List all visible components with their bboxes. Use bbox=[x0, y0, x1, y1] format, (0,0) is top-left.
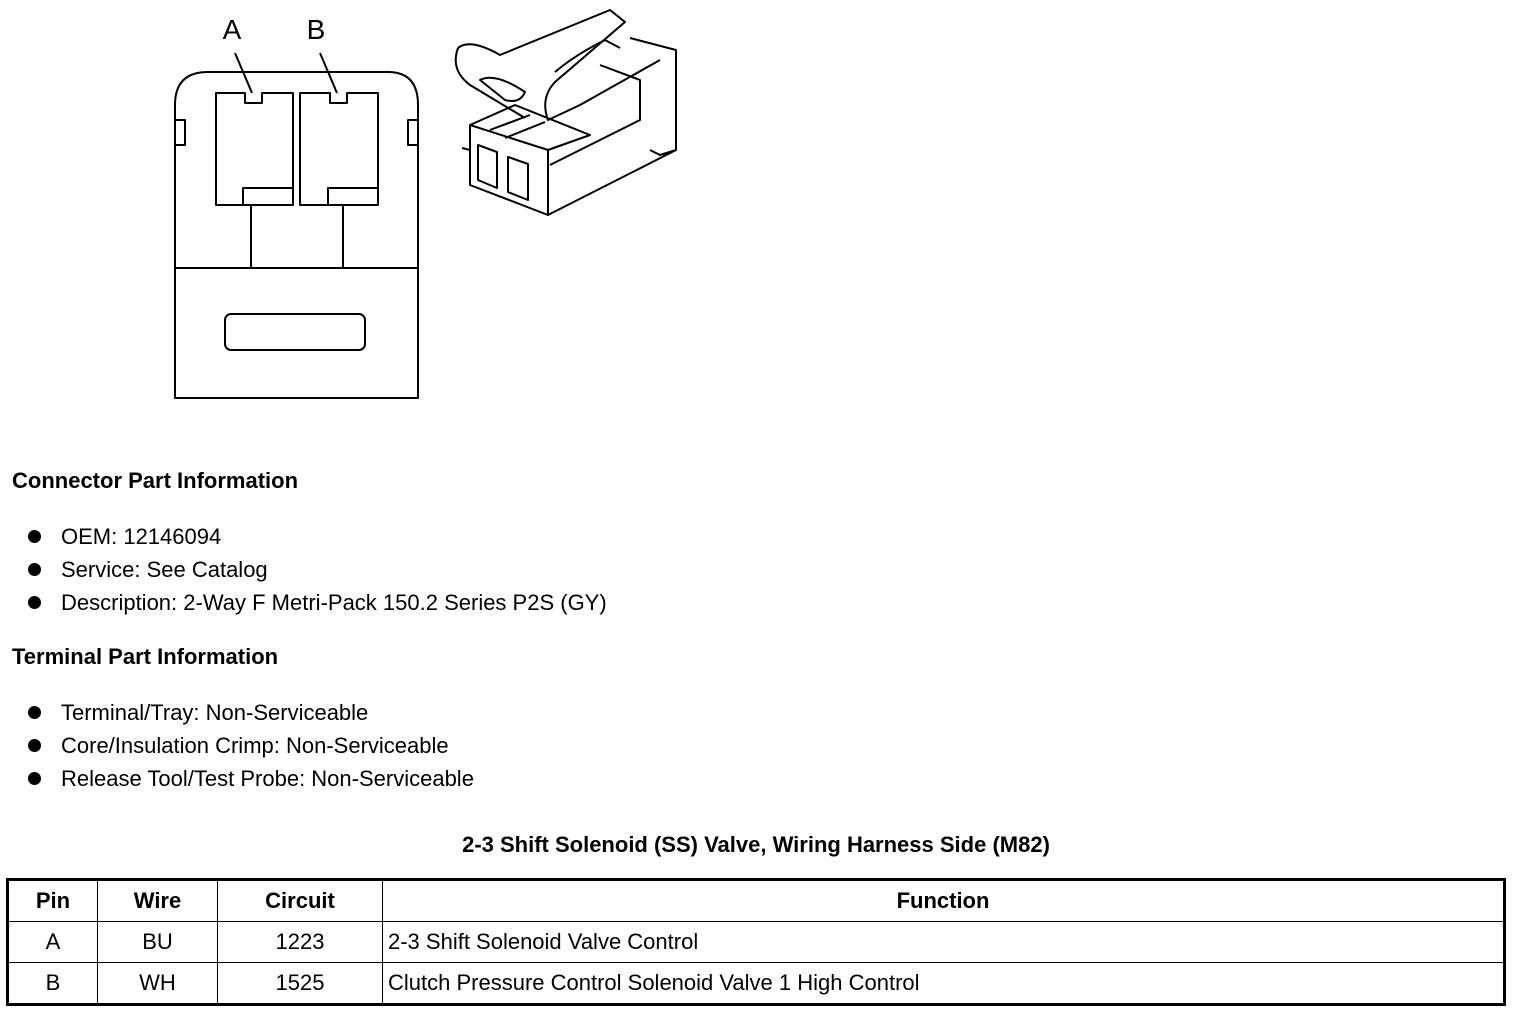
list-item: Service: See Catalog bbox=[28, 553, 607, 586]
pinout-table: Pin Wire Circuit Function A BU 1223 2-3 … bbox=[6, 878, 1506, 1006]
table-title: 2-3 Shift Solenoid (SS) Valve, Wiring Ha… bbox=[462, 832, 1050, 857]
bullet-icon bbox=[28, 563, 41, 576]
terminal-part-list: Terminal/Tray: Non-Serviceable Core/Insu… bbox=[28, 696, 474, 795]
cell-wire: WH bbox=[97, 962, 218, 1005]
cell-pin: A bbox=[7, 921, 98, 963]
cavity-b bbox=[299, 92, 379, 206]
bullet-icon bbox=[28, 772, 41, 785]
cell-pin: B bbox=[7, 962, 98, 1005]
cell-wire: BU bbox=[97, 921, 218, 963]
bullet-icon bbox=[28, 596, 41, 609]
list-item: OEM: 12146094 bbox=[28, 520, 607, 553]
list-item: Release Tool/Test Probe: Non-Serviceable bbox=[28, 762, 474, 795]
connector-diagram: A B bbox=[174, 9, 677, 399]
cell-function: 2-3 Shift Solenoid Valve Control bbox=[382, 921, 1505, 963]
column-header-wire: Wire bbox=[97, 879, 218, 922]
table-header-row: Pin Wire Circuit Function bbox=[7, 879, 1505, 922]
table-row: A BU 1223 2-3 Shift Solenoid Valve Contr… bbox=[7, 921, 1505, 963]
cell-circuit: 1525 bbox=[217, 962, 383, 1005]
list-item: Terminal/Tray: Non-Serviceable bbox=[28, 696, 474, 729]
connector-latch-slot bbox=[224, 313, 366, 351]
column-header-function: Function bbox=[382, 879, 1505, 922]
connector-part-list: OEM: 12146094 Service: See Catalog Descr… bbox=[28, 520, 607, 619]
connector-part-heading: Connector Part Information bbox=[12, 468, 299, 493]
column-header-pin: Pin bbox=[7, 879, 98, 922]
column-header-circuit: Circuit bbox=[217, 879, 383, 922]
table-row: B WH 1525 Clutch Pressure Control Soleno… bbox=[7, 962, 1505, 1005]
list-item: Core/Insulation Crimp: Non-Serviceable bbox=[28, 729, 474, 762]
cavity-a bbox=[215, 92, 294, 206]
bullet-icon bbox=[28, 706, 41, 719]
pin-label-a: A bbox=[223, 14, 242, 45]
connector-perspective-view bbox=[454, 9, 677, 216]
connector-face-outline bbox=[174, 71, 419, 399]
bullet-icon bbox=[28, 739, 41, 752]
cell-function: Clutch Pressure Control Solenoid Valve 1… bbox=[382, 962, 1505, 1005]
bullet-icon bbox=[28, 530, 41, 543]
list-item: Description: 2-Way F Metri-Pack 150.2 Se… bbox=[28, 586, 607, 619]
cell-circuit: 1223 bbox=[217, 921, 383, 963]
terminal-part-heading: Terminal Part Information bbox=[12, 644, 279, 669]
pin-label-b: B bbox=[307, 14, 326, 45]
